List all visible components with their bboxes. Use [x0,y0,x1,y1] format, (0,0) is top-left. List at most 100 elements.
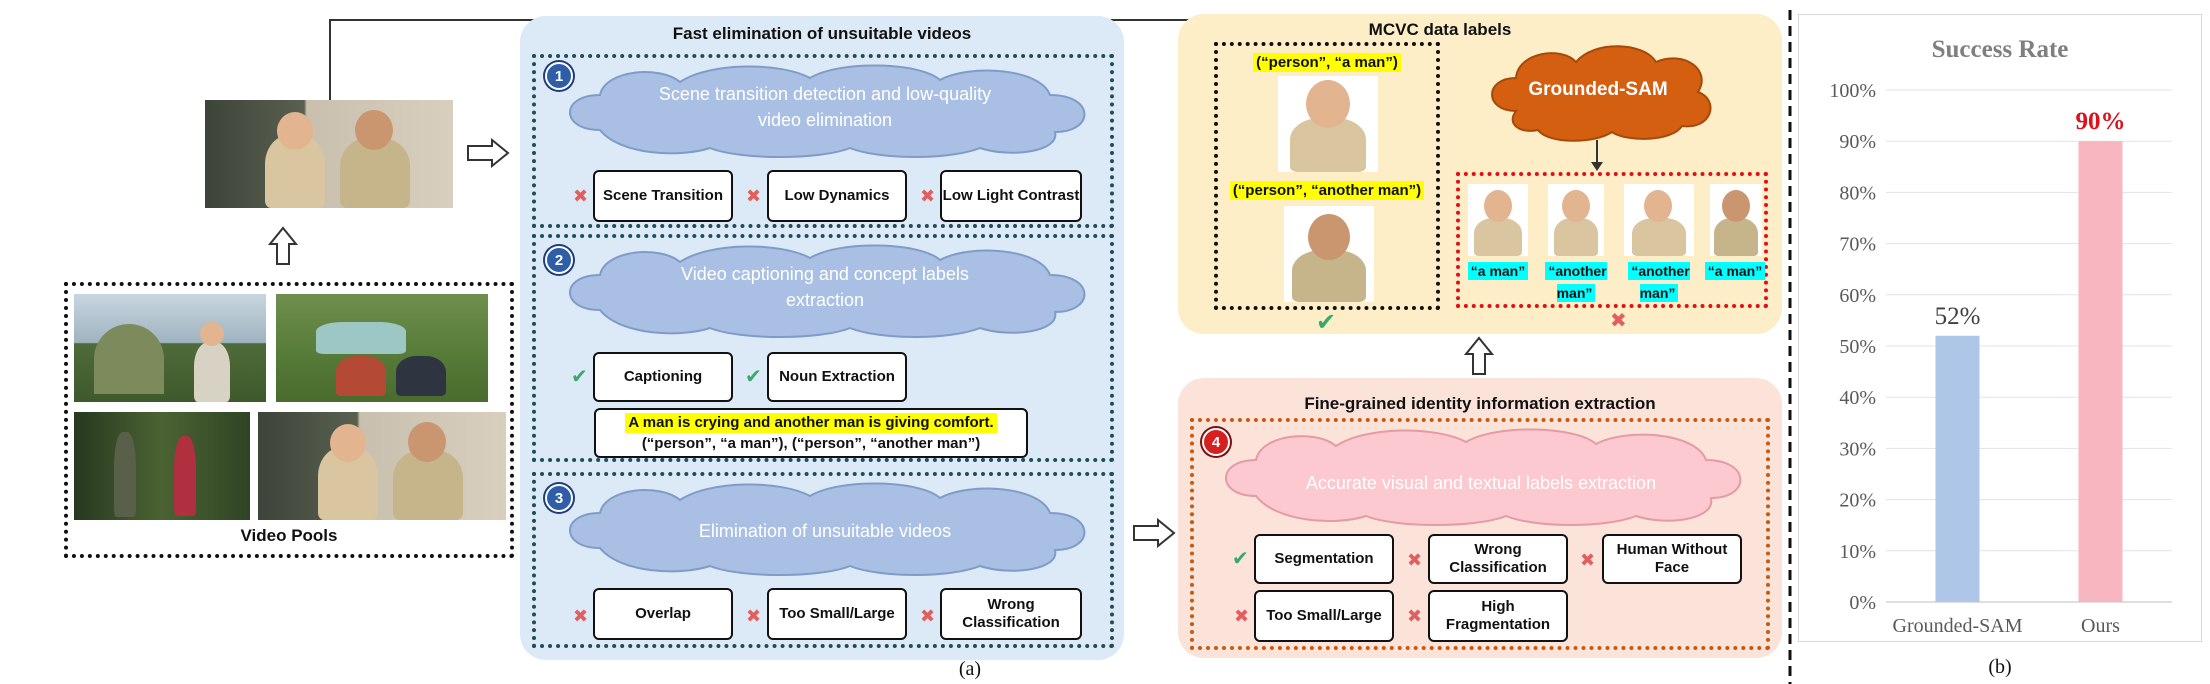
video-thumb-forest [74,412,250,520]
video-thumb-room [258,412,506,520]
step1-x-icon-1: ✖ [573,186,589,206]
right-arrow-icon [467,138,510,168]
figure-label-b: (b) [1988,656,2012,678]
tag-captioning: Captioning [593,352,733,402]
gs-crop-2 [1548,184,1604,256]
video-pools-box [64,282,514,558]
step2-box [532,234,1114,462]
step4-x-icon-4: ✖ [1407,606,1423,626]
y-tick-label: 20% [1839,490,1876,512]
step3-number: 3 [545,484,573,512]
step1-box [532,54,1114,228]
y-tick-label: 80% [1839,182,1876,204]
step1-x-icon-2: ✖ [746,186,762,206]
step4-box [1190,418,1770,650]
caption-line-1: A man is crying and another man is givin… [625,413,997,433]
grounded-sam-cloud [1491,45,1712,142]
data-label: 52% [1935,303,1981,330]
chart-frame [1798,14,2202,642]
y-tick-label: 100% [1829,80,1876,102]
tag-low-dynamics: Low Dynamics [767,170,907,222]
y-tick-label: 60% [1839,285,1876,307]
gs-crop-4 [1710,184,1762,256]
mcvc-labels-box [1214,42,1440,310]
step1-cloud [569,64,1086,158]
up-arrow-icon-2 [1464,336,1494,375]
gs-crop-1 [1468,184,1528,256]
step4-x-icon-1: ✖ [1407,550,1423,570]
y-tick-label: 10% [1839,541,1876,563]
mcvc-label-1: (“person”, “a man”) [1214,53,1440,72]
y-tick-label: 40% [1839,387,1876,409]
right-arrow-icon-2 [1133,518,1176,548]
tag-segmentation: Segmentation [1254,534,1394,584]
tag-too-small-large: Too Small/Large [767,588,907,640]
step4-x-icon-3: ✖ [1234,606,1250,626]
up-arrow-icon [268,226,298,265]
gs-label-4: “a man” [1702,260,1768,282]
chart-title: Success Rate [1931,36,2069,63]
gs-label-2: “another man” [1540,260,1612,304]
step4-number: 4 [1202,428,1230,456]
step3-x-icon-3: ✖ [920,606,936,626]
step2-number: 2 [545,246,573,274]
step2-check-icon-1: ✔ [571,366,588,388]
y-tick-label: 0% [1849,592,1876,614]
selected-video-frame [205,100,453,208]
step3-cloud [569,482,1086,576]
tag-scene-transition: Scene Transition [593,170,733,222]
bar-grounded-sam [1935,335,1980,602]
y-tick-label: 30% [1839,438,1876,460]
mcvc-label-2: (“person”, “another man”) [1214,181,1440,200]
success-rate-chart: 0% 10% 20% 30% 40% 50% 60% 70% 80% 90% 100% 52% Grou… [1829,80,2172,637]
video-pools-label: Video Pools [240,526,338,545]
step3-box [532,472,1114,648]
category-label: Grounded-SAM [1893,615,2023,637]
tag-too-small-large-2: Too Small/Large [1254,590,1394,642]
video-thumb-park [276,294,488,402]
step3-cloud-text: Elimination of unsuitable videos [698,521,952,541]
mcvc-title: MCVC data labels [1368,20,1512,39]
grounded-sam-label: Grounded-SAM [1528,79,1668,100]
bar-ours [2078,141,2123,602]
step2-cloud-text: Video captioning and concept labels extr… [681,264,969,310]
data-label: 90% [2076,108,2126,135]
gs-x-icon: ✖ [1610,310,1627,332]
tag-noun-extraction: Noun Extraction [767,352,907,402]
gs-label-3: “another man” [1622,260,1696,304]
step3-x-icon-2: ✖ [746,606,762,626]
tag-high-fragmentation: High Fragmentation [1428,590,1568,642]
step4-cloud [1225,428,1742,526]
grounded-sam-results-box [1456,172,1768,308]
mcvc-check-icon: ✔ [1316,309,1337,336]
tag-overlap: Overlap [593,588,733,640]
fine-grained-title: Fine-grained identity information extrac… [1304,394,1656,413]
caption-line-2: (“person”, “a man”), (“person”, “another… [641,435,981,452]
figure-label-a: (a) [958,658,982,680]
caption-box: A man is crying and another man is givin… [594,408,1028,458]
step4-check-icon: ✔ [1232,548,1249,570]
y-tick-label: 90% [1839,131,1876,153]
down-arrow-icon [1591,140,1603,171]
step2-check-icon-2: ✔ [745,366,762,388]
y-tick-label: 50% [1839,336,1876,358]
step1-x-icon-3: ✖ [920,186,936,206]
fast-elimination-title: Fast elimination of unsuitable videos [672,24,972,43]
step2-cloud [569,244,1086,338]
step1-cloud-text: Scene transition detection and low-quali… [658,84,992,130]
tag-wrong-classification: Wrong Classification [940,588,1082,640]
step1-number: 1 [545,62,573,90]
video-thumb-camping [74,294,266,402]
gs-crop-3 [1624,184,1694,256]
crop-another-man [1284,206,1374,302]
category-label: Ours [2081,615,2120,637]
y-tick-label: 70% [1839,234,1876,256]
step4-cloud-text: Accurate visual and textual labels extra… [1305,473,1657,493]
step4-x-icon-2: ✖ [1580,550,1596,570]
gs-label-1: “a man” [1466,260,1530,282]
crop-a-man [1278,76,1378,172]
tag-wrong-classification-2: Wrong Classification [1428,534,1568,584]
tag-low-light-contrast: Low Light Contrast [940,170,1082,222]
tag-human-without-face: Human Without Face [1602,534,1742,584]
step3-x-icon-1: ✖ [573,606,589,626]
